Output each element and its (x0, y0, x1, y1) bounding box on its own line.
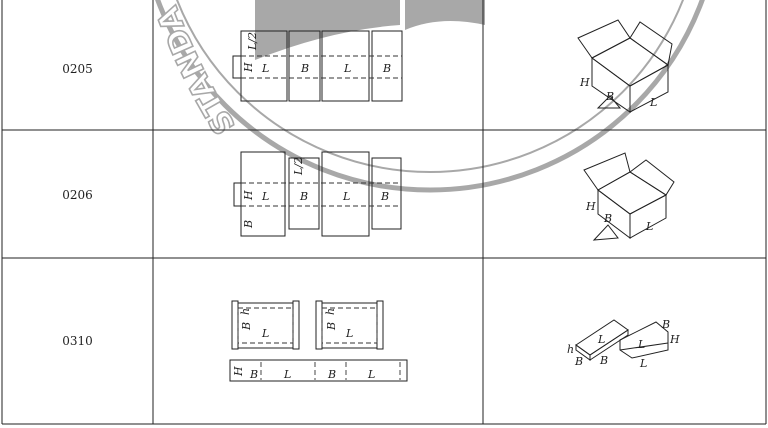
svg-text:H: H (585, 200, 596, 213)
svg-text:L: L (261, 327, 269, 340)
watermark-text: STANDA (150, 1, 243, 141)
watermark-seal: STANDA (149, 0, 705, 193)
svg-text:h: h (567, 343, 574, 356)
box-illustration-0206: H B L (583, 152, 675, 241)
svg-text:B: B (574, 355, 583, 368)
svg-text:L: L (343, 62, 351, 75)
watermark-block-left (255, 0, 400, 60)
box-code-0310: 0310 (62, 334, 93, 348)
watermark-inner-ring (176, 0, 684, 173)
svg-text:B: B (599, 354, 608, 367)
svg-text:B: B (380, 190, 389, 203)
svg-text:H: H (242, 190, 255, 201)
box-code-0206: 0206 (62, 188, 93, 202)
svg-text:L: L (342, 190, 350, 203)
svg-text:B: B (249, 368, 258, 381)
box-code-0205: 0205 (62, 62, 93, 76)
svg-text:B: B (300, 62, 309, 75)
svg-text:B: B (661, 318, 670, 331)
svg-text:L: L (345, 327, 353, 340)
svg-text:L: L (639, 357, 647, 370)
svg-text:L: L (645, 220, 653, 233)
svg-text:H: H (579, 76, 590, 89)
watermark-outer-ring (155, 0, 705, 193)
svg-text:L: L (283, 368, 291, 381)
net-diagram-0205: H L/2 L B L B (232, 30, 403, 102)
svg-text:L/2: L/2 (292, 157, 305, 176)
svg-text:L: L (367, 368, 375, 381)
box-illustration-0205: H B L (577, 19, 673, 113)
svg-text:H: H (669, 333, 680, 346)
svg-text:L: L (261, 190, 269, 203)
svg-text:B: B (382, 62, 391, 75)
svg-text:B: B (603, 212, 612, 225)
svg-text:H: H (232, 366, 245, 377)
watermark-block-right (405, 0, 485, 30)
svg-text:L/2: L/2 (246, 32, 259, 51)
svg-text:L: L (261, 62, 269, 75)
svg-text:L: L (637, 338, 645, 351)
svg-text:B: B (605, 90, 614, 103)
svg-text:L: L (597, 333, 605, 346)
box-illustration-0310: h L B B L B H L (567, 318, 680, 370)
net-diagram-0310: h B L h B L H B L B L (229, 300, 408, 382)
svg-text:H: H (242, 62, 255, 73)
svg-text:h: h (239, 308, 252, 315)
svg-text:B: B (327, 368, 336, 381)
svg-text:B: B (240, 322, 253, 331)
svg-text:L: L (649, 96, 657, 109)
net-diagram-0206: H L/2 L B L B B (233, 151, 402, 237)
svg-text:h: h (324, 308, 337, 315)
svg-text:B: B (299, 190, 308, 203)
svg-text:B: B (242, 220, 255, 229)
svg-text:B: B (325, 322, 338, 331)
